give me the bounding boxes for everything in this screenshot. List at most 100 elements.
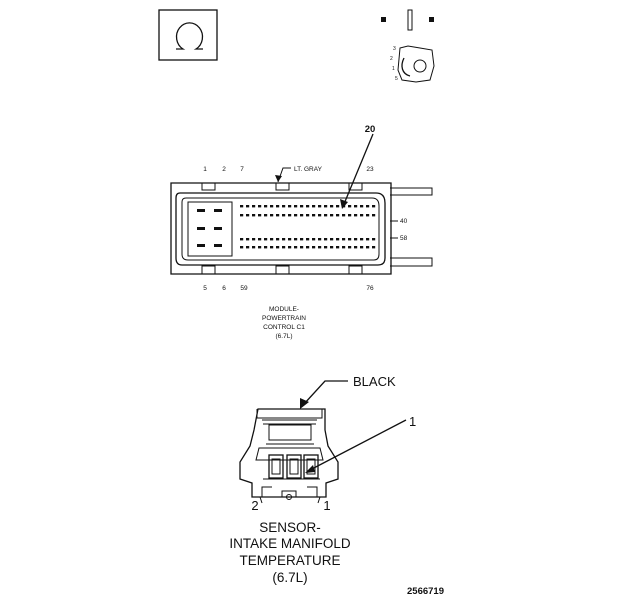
- pcm-cavity: [306, 246, 310, 249]
- pcm-cavity: [276, 205, 280, 208]
- pcm-cavity: [306, 238, 310, 241]
- pcm-cavity: [312, 238, 316, 241]
- pin-label-23: 23: [366, 166, 374, 173]
- pin-label-6: 6: [222, 285, 226, 292]
- pcm-cavity: [330, 238, 334, 241]
- pcm-cavity: [294, 238, 298, 241]
- pcm-connector: 1 2 7 23 LT. GRAY 20: [170, 124, 433, 340]
- pcm-cavity: [288, 246, 292, 249]
- terminal-detail-icon: 3 2 1 5: [381, 9, 435, 83]
- pcm-cavity: [306, 205, 310, 208]
- pcm-cavity: [300, 205, 304, 208]
- pcm-cavity: [246, 246, 250, 249]
- pcm-cavity: [312, 205, 316, 208]
- pcm-cavity: [342, 205, 346, 208]
- pcm-cavity: [282, 238, 286, 241]
- pin-label-7: 7: [240, 166, 244, 173]
- pcm-cavity: [318, 205, 322, 208]
- pcm-cavity: [270, 205, 274, 208]
- pcm-cavity: [270, 238, 274, 241]
- pcm-cavity: [270, 214, 274, 217]
- pcm-cavity: [372, 238, 376, 241]
- pcm-cavity: [360, 214, 364, 217]
- pcm-cavity: [360, 238, 364, 241]
- pcm-cavity: [276, 246, 280, 249]
- pin-label-5: 5: [203, 285, 207, 292]
- svg-text:3: 3: [393, 46, 396, 52]
- pcm-cavity: [258, 246, 262, 249]
- pcm-caption-line-1: MODULE-: [269, 306, 299, 313]
- pcm-cavity: [312, 246, 316, 249]
- pcm-cavity: [324, 214, 328, 217]
- seal-symbol-box: [158, 9, 218, 61]
- sensor-caption-line-4: (6.7L): [272, 570, 307, 585]
- pcm-cavity: [318, 246, 322, 249]
- pcm-cavity: [348, 205, 352, 208]
- pcm-caption-line-2: POWERTRAIN: [262, 315, 306, 322]
- sensor-pin-label-1: 1: [323, 498, 330, 513]
- pcm-cavity: [318, 214, 322, 217]
- pin-label-58: 58: [400, 235, 408, 242]
- pcm-cavity: [282, 246, 286, 249]
- pcm-cavity: [258, 238, 262, 241]
- svg-text:2: 2: [390, 56, 393, 62]
- pcm-cavity: [342, 246, 346, 249]
- pcm-cavity: [240, 214, 244, 217]
- pcm-cavity: [252, 238, 256, 241]
- pcm-cavity: [324, 238, 328, 241]
- pcm-cavity: [294, 246, 298, 249]
- pcm-cavity: [246, 238, 250, 241]
- pcm-cavity: [372, 205, 376, 208]
- pcm-cavity: [366, 205, 370, 208]
- svg-text:5: 5: [395, 76, 398, 82]
- pcm-cavity: [372, 214, 376, 217]
- pcm-cavity: [264, 246, 268, 249]
- pcm-cavity: [270, 246, 274, 249]
- pcm-cavity: [294, 205, 298, 208]
- sensor-connector: BLACK 1 2 1 SENSOR- IN: [229, 374, 416, 585]
- pcm-cavity: [366, 238, 370, 241]
- pcm-cavity: [276, 238, 280, 241]
- pin-label-2: 2: [222, 166, 226, 173]
- pcm-cavity: [360, 246, 364, 249]
- figure-id: 2566719: [407, 586, 444, 597]
- sensor-caption-line-1: SENSOR-: [259, 520, 321, 535]
- pcm-cavity: [300, 238, 304, 241]
- sensor-caption-line-2: INTAKE MANIFOLD: [229, 536, 351, 551]
- pcm-cavity: [354, 246, 358, 249]
- pcm-cavity: [330, 214, 334, 217]
- pcm-cavity: [336, 238, 340, 241]
- cavity-callout-20: 20: [365, 124, 376, 135]
- pcm-cavity: [324, 246, 328, 249]
- pcm-cavity: [264, 214, 268, 217]
- pcm-cavity: [258, 205, 262, 208]
- pcm-cavity: [264, 205, 268, 208]
- pcm-cavity: [300, 214, 304, 217]
- pcm-cavity: [240, 246, 244, 249]
- pcm-cavity: [372, 246, 376, 249]
- pcm-caption-line-3: CONTROL C1: [263, 324, 305, 331]
- pcm-cavity: [300, 246, 304, 249]
- pcm-cavity: [348, 238, 352, 241]
- pcm-cavity: [240, 238, 244, 241]
- pcm-cavity: [354, 238, 358, 241]
- pcm-cavity: [336, 205, 340, 208]
- pcm-cavity: [288, 214, 292, 217]
- pcm-pin-rows: [240, 205, 376, 249]
- pcm-cavity: [354, 205, 358, 208]
- pcm-cavity: [288, 238, 292, 241]
- sensor-pin-label-2: 2: [251, 498, 258, 513]
- pcm-caption-line-4: (6.7L): [276, 333, 293, 340]
- pcm-cavity: [282, 205, 286, 208]
- pin-label-40: 40: [400, 218, 408, 225]
- color-callout-black: BLACK: [353, 374, 396, 389]
- pcm-cavity: [318, 238, 322, 241]
- pcm-cavity: [246, 214, 250, 217]
- pin-label-59: 59: [240, 285, 248, 292]
- pcm-cavity: [258, 214, 262, 217]
- pcm-cavity: [354, 214, 358, 217]
- pcm-cavity: [276, 214, 280, 217]
- pcm-cavity: [348, 246, 352, 249]
- pcm-cavity: [294, 214, 298, 217]
